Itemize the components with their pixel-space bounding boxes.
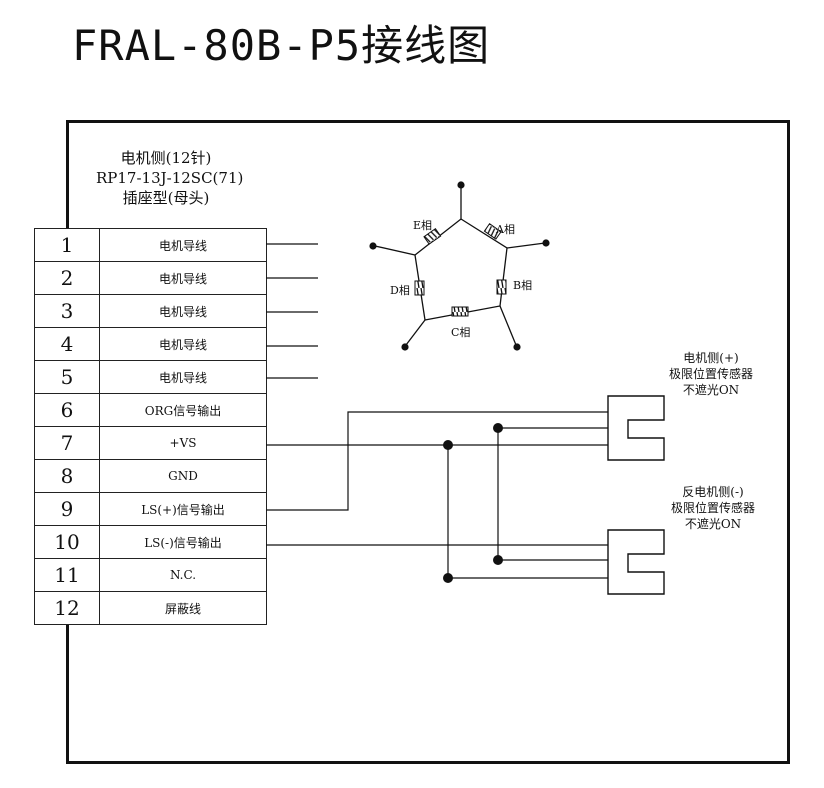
junction-dots xyxy=(443,423,503,583)
pin-number: 4 xyxy=(34,327,100,361)
sensor-minus-line3: 不遮光ON xyxy=(684,517,742,531)
sensor-minus-label: 反电机侧(-) 极限位置传感器 不遮光ON xyxy=(648,484,778,532)
pin-description: 电机导线 xyxy=(99,327,267,361)
pin-description: +VS xyxy=(99,426,267,460)
connector-label-line1: 电机侧(12针) xyxy=(120,149,212,167)
pin-number: 1 xyxy=(34,228,100,262)
sensor-minus-line2: 极限位置传感器 xyxy=(670,501,755,515)
phase-label-c: C相 xyxy=(451,326,470,339)
sensor-minus-icon xyxy=(607,529,665,595)
sensor-plus-label: 电机侧(+) 极限位置传感器 不遮光ON xyxy=(646,350,776,398)
diagram-title: FRAL-80B-P5接线图 xyxy=(72,21,491,70)
pin-description: LS(-)信号输出 xyxy=(99,525,267,559)
sensor-plus-line1: 电机侧(+) xyxy=(683,351,739,365)
motor-winding xyxy=(374,186,546,346)
pin-number: 8 xyxy=(34,459,100,493)
pin-number: 11 xyxy=(34,558,100,592)
phase-label-b: B相 xyxy=(513,279,532,292)
phase-label-a: A相 xyxy=(495,223,515,236)
phase-label-e: E相 xyxy=(413,219,432,232)
sensor-minus-line1: 反电机侧(-) xyxy=(682,485,744,499)
connector-label-line3: 插座型(母头) xyxy=(122,189,210,207)
connector-label: 电机侧(12针) RP17-13J-12SC(71) 插座型(母头) xyxy=(96,148,244,208)
sensor-plus-icon xyxy=(607,395,665,461)
pin-number: 6 xyxy=(34,393,100,427)
pin-row: 7+VS xyxy=(34,426,267,460)
connector-label-line2: RP17-13J-12SC(71) xyxy=(96,169,244,187)
pin-number: 3 xyxy=(34,294,100,328)
pin-description: 电机导线 xyxy=(99,228,267,262)
pin-description: 电机导线 xyxy=(99,294,267,328)
pin-number: 7 xyxy=(34,426,100,460)
pin-description: ORG信号输出 xyxy=(99,393,267,427)
sensor-plus-line3: 不遮光ON xyxy=(682,383,740,397)
coil-icon xyxy=(414,223,507,317)
phase-label-d: D相 xyxy=(390,284,410,297)
pin-number: 2 xyxy=(34,261,100,295)
pin-number: 12 xyxy=(34,591,100,625)
pin-description: 电机导线 xyxy=(99,360,267,394)
sensor-plus-line2: 极限位置传感器 xyxy=(668,367,753,381)
motor-terminals xyxy=(369,181,550,351)
motor-lead-wires xyxy=(266,243,318,379)
pin-description: 电机导线 xyxy=(99,261,267,295)
pin-description: 屏蔽线 xyxy=(99,591,267,625)
signal-wires xyxy=(266,411,608,579)
